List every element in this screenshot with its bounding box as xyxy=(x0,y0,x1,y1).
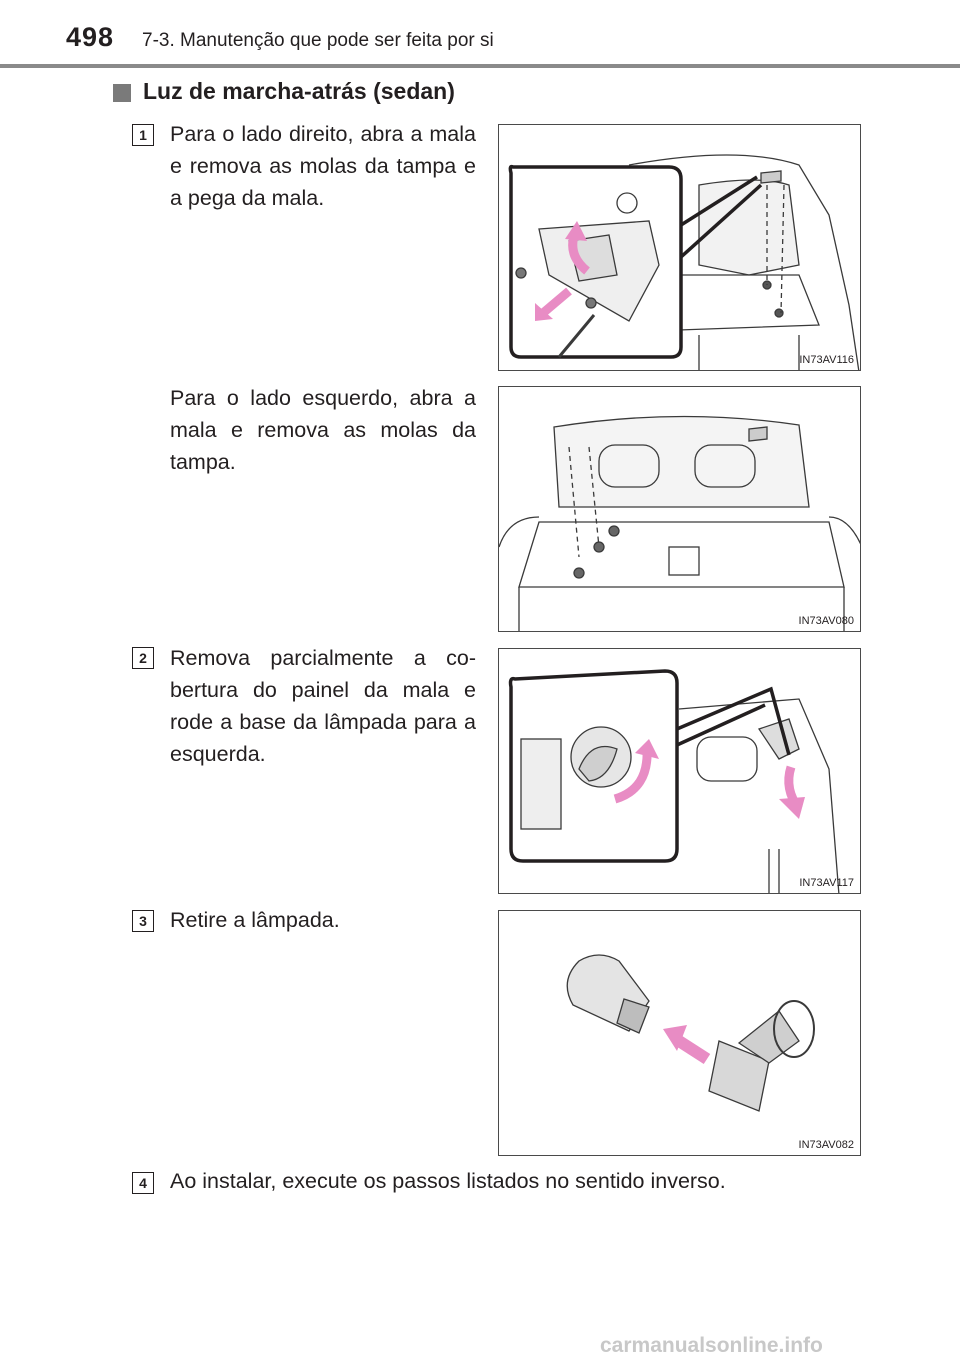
watermark: carmanualsonline.info xyxy=(600,1334,823,1357)
step-number-1: 1 xyxy=(132,124,154,146)
socket-illustration xyxy=(508,669,840,893)
step-1-text: Para o lado direito, abra a mala e remov… xyxy=(170,122,476,210)
step-3-text: Retire a lâmpada. xyxy=(170,908,340,932)
figure-code: IN73AV082 xyxy=(798,1139,854,1151)
step-2-text: Remova parcialmente a co-bertura do pain… xyxy=(170,646,476,766)
step-4-text: Ao instalar, execute os passos listados … xyxy=(170,1169,726,1193)
step-number-2: 2 xyxy=(132,647,154,669)
figure-trunk-left-side: IN73AV080 xyxy=(498,386,861,632)
figure-code: IN73AV117 xyxy=(799,877,854,889)
step-number-3: 3 xyxy=(132,910,154,932)
header-divider xyxy=(0,64,960,68)
figure-bulb-removal: IN73AV082 xyxy=(498,910,861,1156)
chapter-title: 7-3. Manutenção que pode ser feita por s… xyxy=(142,30,494,51)
trunk-left-illustration xyxy=(499,415,860,631)
figure-trunk-right-side: IN73AV116 xyxy=(498,124,861,371)
page-number: 498 xyxy=(66,22,115,52)
figure-bulb-socket: IN73AV117 xyxy=(498,648,861,894)
step-1b-text: Para o lado esquerdo, abra a mala e remo… xyxy=(170,386,476,474)
section-bullet-icon xyxy=(113,84,131,102)
figure-code: IN73AV080 xyxy=(798,615,854,627)
trunk-right-illustration xyxy=(508,154,860,370)
section-title: Luz de marcha-atrás (sedan) xyxy=(143,78,455,104)
figure-code: IN73AV116 xyxy=(799,354,854,366)
step-number-4: 4 xyxy=(132,1172,154,1194)
bulb-illustration xyxy=(566,954,815,1112)
